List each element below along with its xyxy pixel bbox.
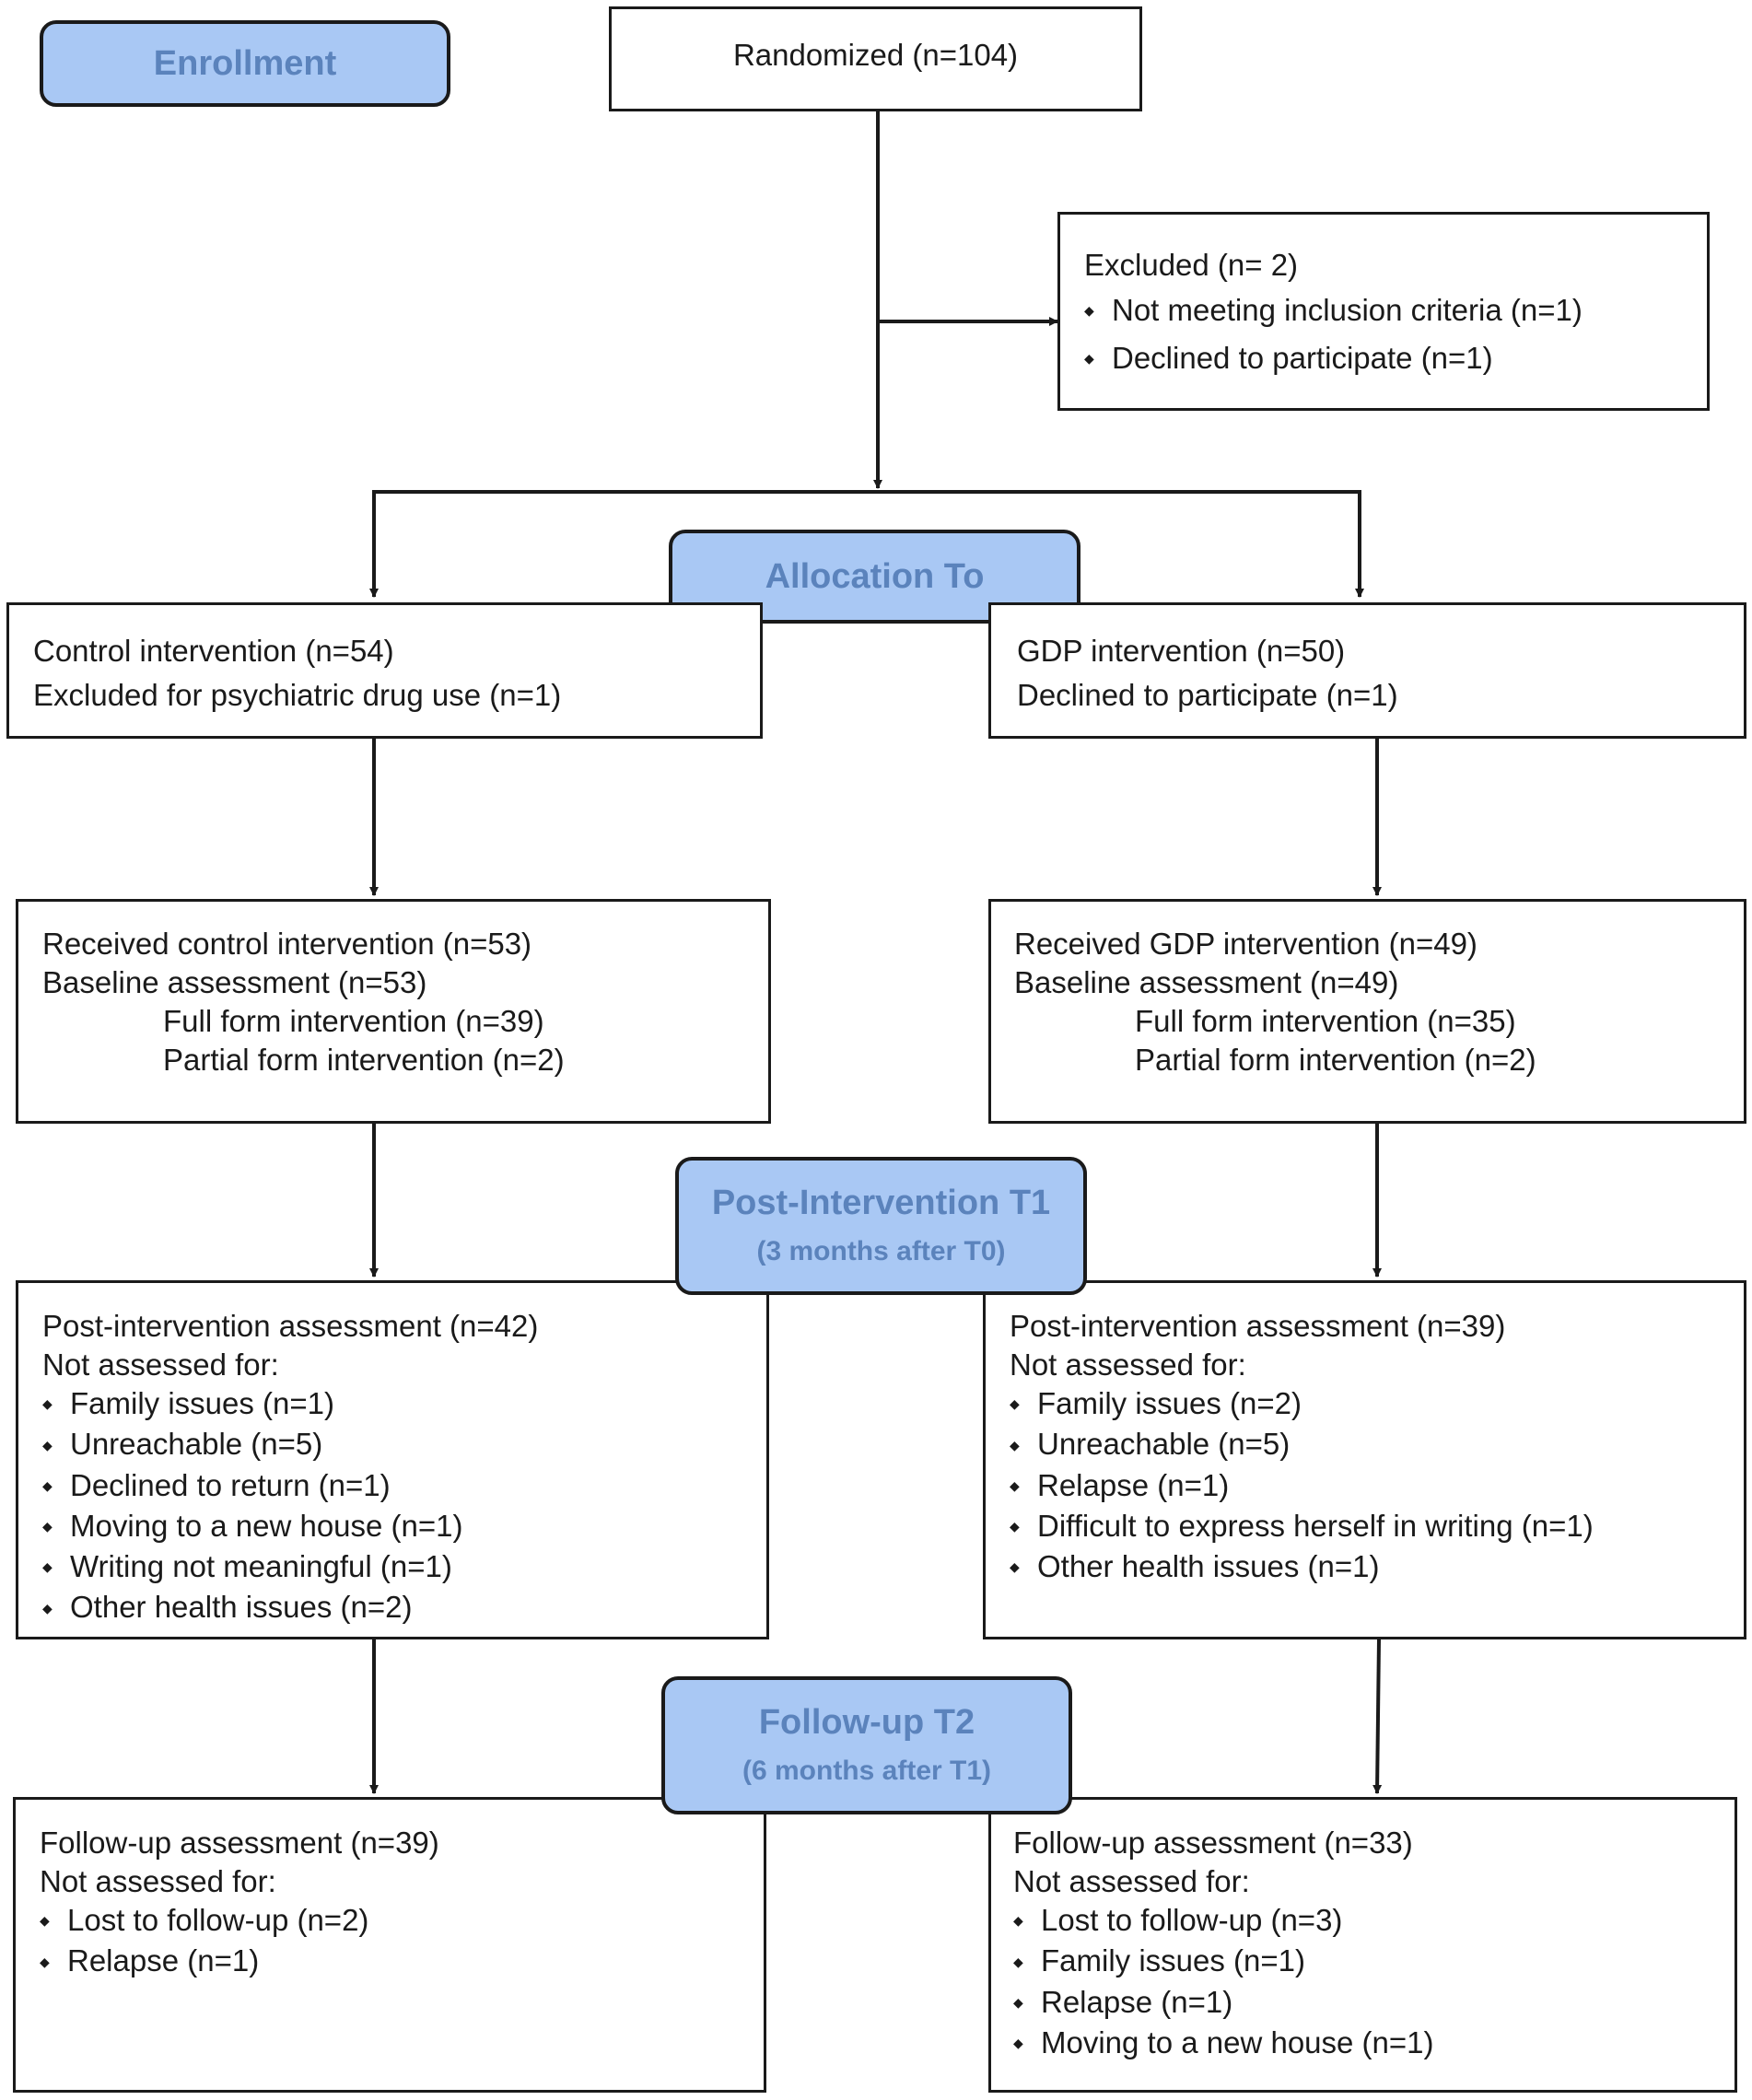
excluded-item: Declined to participate (n=1) <box>1084 335 1707 383</box>
stage-follow-up: Follow-up T2 (6 months after T1) <box>661 1676 1072 1814</box>
randomized-box: Randomized (n=104) <box>609 6 1142 111</box>
control-post-item: Other health issues (n=2) <box>42 1588 766 1628</box>
control-post-line: Not assessed for: <box>42 1348 279 1382</box>
control-post-box: Post-intervention assessment (n=42) Not … <box>16 1280 769 1639</box>
control-post-item: Moving to a new house (n=1) <box>42 1507 766 1547</box>
randomized-text: Randomized (n=104) <box>732 38 1019 72</box>
control-followup-line: Follow-up assessment (n=39) <box>40 1826 439 1860</box>
excluded-title: Excluded (n= 2) <box>1084 248 1299 282</box>
control-post-line: Post-intervention assessment (n=42) <box>42 1309 539 1343</box>
gdp-post-item: Other health issues (n=1) <box>1010 1547 1744 1588</box>
stage-allocation-title: Allocation To <box>765 557 985 596</box>
control-allocation-line: Excluded for psychiatric drug use (n=1) <box>33 678 562 712</box>
gdp-followup-item: Relapse (n=1) <box>1013 1983 1734 2024</box>
control-received-sub: Partial form intervention (n=2) <box>163 1043 565 1077</box>
gdp-post-item: Relapse (n=1) <box>1010 1466 1744 1507</box>
control-post-item: Declined to return (n=1) <box>42 1466 766 1507</box>
gdp-received-line: Baseline assessment (n=49) <box>1014 965 1399 999</box>
control-received-sub: Full form intervention (n=39) <box>163 1004 544 1038</box>
stage-follow-up-title: Follow-up T2 <box>758 1703 975 1742</box>
gdp-post-line: Post-intervention assessment (n=39) <box>1010 1309 1506 1343</box>
connector-split-right <box>878 490 1364 598</box>
control-followup-line: Not assessed for: <box>40 1864 276 1898</box>
control-post-item: Family issues (n=1) <box>42 1384 766 1425</box>
gdp-received-line: Received GDP intervention (n=49) <box>1014 927 1478 961</box>
stage-post-intervention-title: Post-Intervention T1 <box>711 1184 1051 1222</box>
control-followup-item: Lost to follow-up (n=2) <box>40 1901 764 1942</box>
gdp-post-box: Post-intervention assessment (n=39) Not … <box>983 1280 1746 1639</box>
gdp-received-sub: Full form intervention (n=35) <box>1135 1004 1516 1038</box>
connector-gdp-3 <box>1372 1639 1383 1794</box>
stage-post-intervention-subtitle: (3 months after T0) <box>756 1236 1006 1266</box>
control-followup-box: Follow-up assessment (n=39) Not assessed… <box>13 1797 766 2093</box>
control-post-item: Unreachable (n=5) <box>42 1425 766 1465</box>
gdp-followup-line: Not assessed for: <box>1013 1864 1250 1898</box>
stage-post-intervention: Post-Intervention T1 (3 months after T0) <box>675 1157 1087 1295</box>
control-allocation-line: Control intervention (n=54) <box>33 634 394 668</box>
control-received-box: Received control intervention (n=53) Bas… <box>16 899 771 1124</box>
gdp-followup-item: Family issues (n=1) <box>1013 1942 1734 1982</box>
gdp-post-item: Difficult to express herself in writing … <box>1010 1507 1744 1547</box>
control-allocation-box: Control intervention (n=54) Excluded for… <box>6 602 763 739</box>
gdp-post-item: Unreachable (n=5) <box>1010 1425 1744 1465</box>
gdp-followup-line: Follow-up assessment (n=33) <box>1013 1826 1413 1860</box>
gdp-post-line: Not assessed for: <box>1010 1348 1246 1382</box>
stage-enrollment-title: Enrollment <box>153 44 337 83</box>
control-post-item: Writing not meaningful (n=1) <box>42 1547 766 1588</box>
stage-follow-up-subtitle: (6 months after T1) <box>742 1756 992 1786</box>
gdp-followup-item: Moving to a new house (n=1) <box>1013 2024 1734 2064</box>
excluded-item: Not meeting inclusion criteria (n=1) <box>1084 287 1707 335</box>
gdp-allocation-box: GDP intervention (n=50) Declined to part… <box>988 602 1746 739</box>
gdp-followup-box: Follow-up assessment (n=33) Not assessed… <box>988 1797 1737 2093</box>
gdp-received-box: Received GDP intervention (n=49) Baselin… <box>988 899 1746 1124</box>
control-followup-item: Relapse (n=1) <box>40 1942 764 1982</box>
stage-enrollment: Enrollment <box>40 20 450 107</box>
control-received-line: Baseline assessment (n=53) <box>42 965 427 999</box>
gdp-allocation-line: GDP intervention (n=50) <box>1017 634 1346 668</box>
excluded-box: Excluded (n= 2) Not meeting inclusion cr… <box>1057 212 1710 411</box>
control-received-line: Received control intervention (n=53) <box>42 927 532 961</box>
gdp-allocation-line: Declined to participate (n=1) <box>1017 678 1398 712</box>
connector-split-left <box>369 490 878 598</box>
gdp-followup-item: Lost to follow-up (n=3) <box>1013 1901 1734 1942</box>
gdp-post-item: Family issues (n=2) <box>1010 1384 1744 1425</box>
gdp-received-sub: Partial form intervention (n=2) <box>1135 1043 1536 1077</box>
